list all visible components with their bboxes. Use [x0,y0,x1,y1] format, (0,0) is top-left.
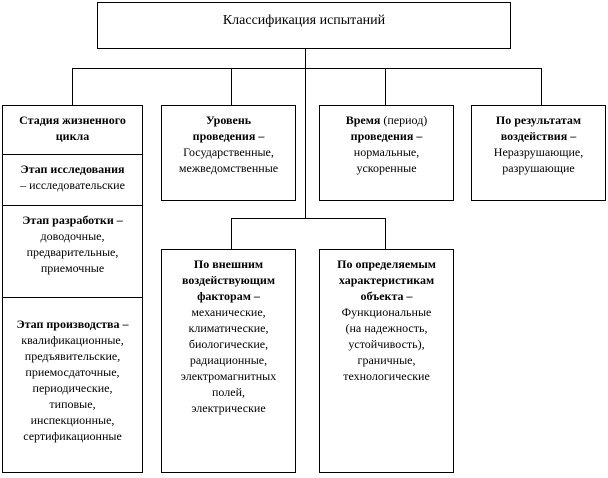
result-title: По результатам воздействия – [495,113,582,143]
stage-development-title: Этап разработки – [22,213,123,227]
stage-production: Этап производства – квалификационные, пре… [3,297,142,472]
result-box: По результатам воздействия –Неразрушающи… [471,105,606,201]
external-title: По внешним воздействующим факторам – [182,257,275,303]
connector-top-horizontal [72,68,541,69]
lifecycle-box: Стадия жизненного цикла Этап исследовани… [2,105,143,473]
characteristics-text: Функциональные (на надежность, устойчиво… [341,305,432,383]
stage-production-title: Этап производства – [16,317,129,331]
connector-mid-horizontal [231,218,386,219]
connector-result [541,68,542,105]
time-title: Время [345,113,381,127]
lifecycle-heading-text: Стадия жизненного цикла [19,113,126,143]
level-box: Уровень проведения –Государственные, меж… [161,105,296,201]
diagram-title: Классификация испытаний [222,13,386,28]
connector-main-vertical [305,48,306,218]
connector-level [231,68,232,105]
lifecycle-heading: Стадия жизненного цикла [3,106,142,154]
level-text: Государственные, межведомственные [178,145,279,175]
time-title-2: проведения – [350,129,423,143]
stage-research-title: Этап исследования [20,162,125,176]
stage-production-text: квалификационные, предъявительские, прие… [21,333,124,443]
time-text: нормальные, ускоренные [353,145,420,175]
stage-research-text: – исследовательские [20,178,125,192]
stage-development-text: доводочные, предварительные, приемочные [26,229,119,275]
connector-characteristics [385,218,386,249]
result-text: Неразрушающие, разрушающие [493,145,584,175]
characteristics-title: По определяемым характеристикам объекта … [337,257,436,303]
connector-time [385,68,386,105]
title-box: Классификация испытаний [97,2,511,49]
connector-lifecycle [72,68,73,105]
connector-external [231,218,232,249]
external-factors-box: По внешним воздействующим факторам –меха… [161,249,296,473]
stage-research: Этап исследования – исследовательские [3,154,142,205]
characteristics-box: По определяемым характеристикам объекта … [319,249,454,473]
stage-development: Этап разработки – доводочные, предварител… [3,205,142,297]
time-box: Время (период) проведения – нормальные, ус… [319,105,454,201]
time-period: (период) [383,113,428,127]
level-title: Уровень проведения – [192,113,265,143]
external-text: механические, климатические, биологическ… [180,305,277,415]
